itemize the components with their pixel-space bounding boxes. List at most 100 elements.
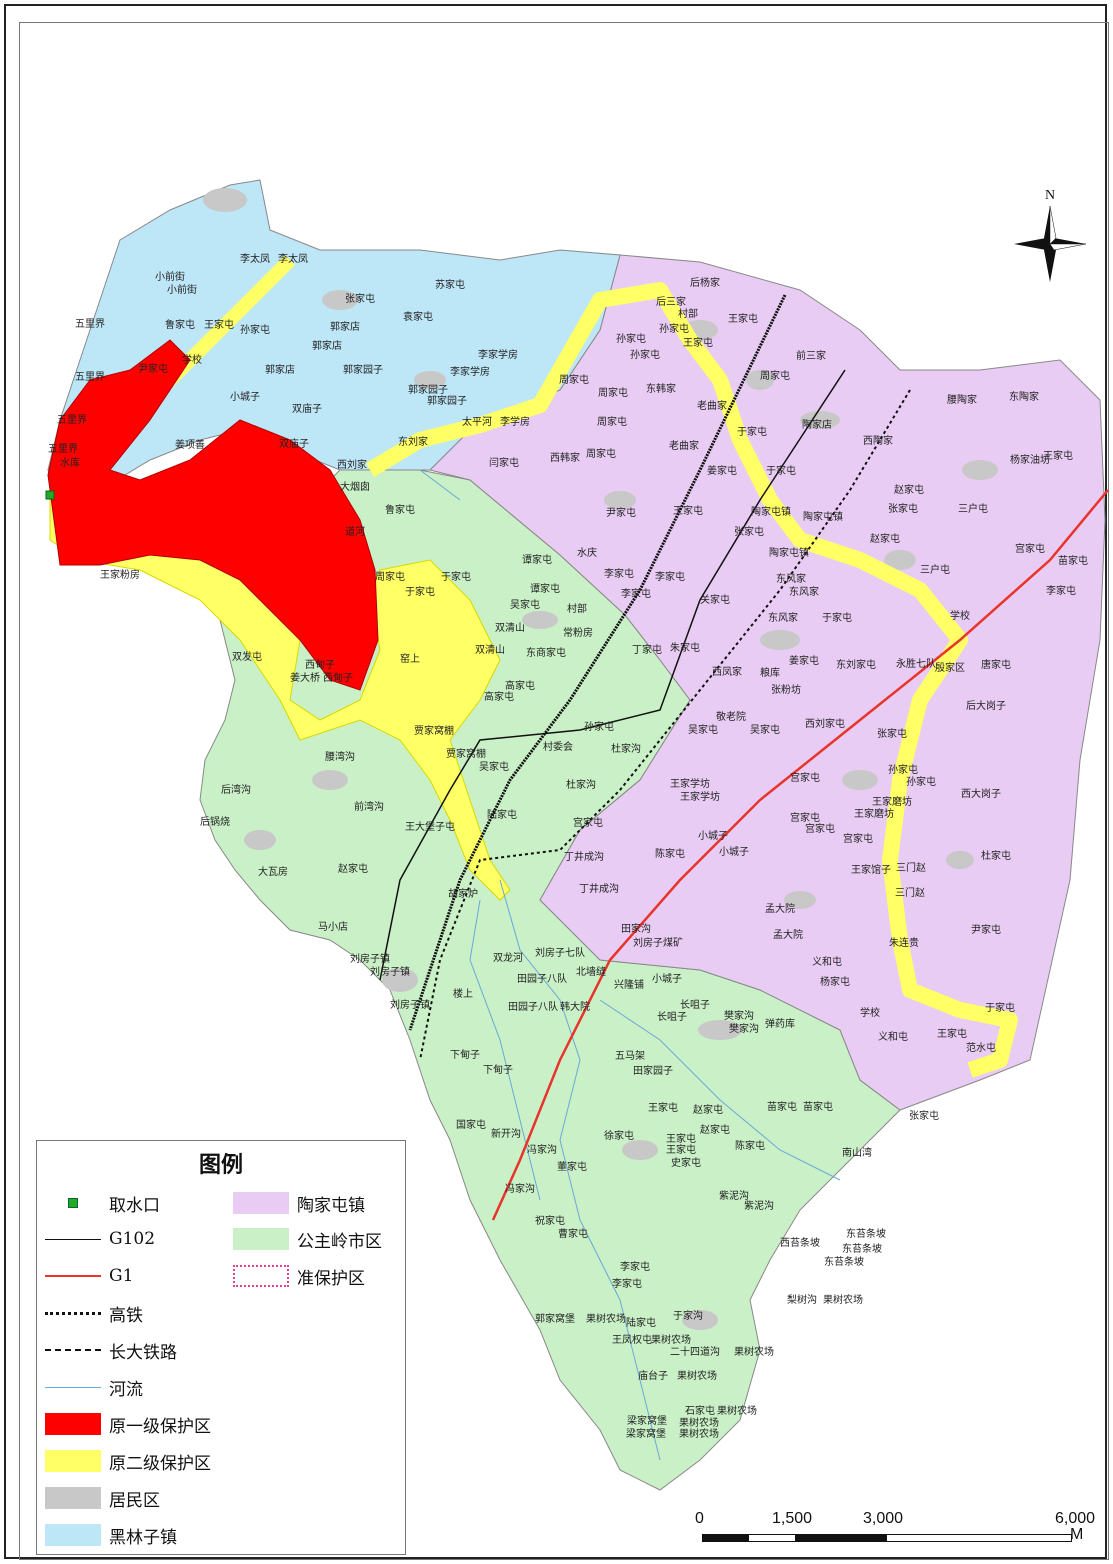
place-label: 吴家屯 [510,598,540,611]
gongzhuling-swatch [233,1228,289,1250]
g102-road[interactable] [379,369,846,981]
place-label: 东风家 [776,572,806,585]
place-label: 李学房 [500,415,530,428]
place-label: 樊家沟 [729,1022,759,1035]
place-label: 王大堡子屯 [405,820,455,833]
place-label: 楼上 [453,987,473,1000]
place-label: 苗家屯 [803,1100,833,1113]
place-label: 学校 [182,353,202,366]
legend-item-g1: G1 [45,1262,133,1290]
quasi-swatch [233,1265,289,1287]
place-label: 双庙子 [292,402,322,415]
place-label: 孙家屯 [240,323,270,336]
place-label: 尹家屯 [138,362,168,375]
place-label: 王家屯 [666,1132,696,1145]
place-label: 朱连贵 [889,936,919,949]
region-taojiatun[interactable] [429,254,1106,1111]
zone-secondary-corridor[interactable] [365,282,1018,1078]
place-label: 后湾沟 [221,783,251,796]
place-label: 郭家店 [312,339,342,352]
place-label: 李家屯 [655,570,685,583]
place-label: 紫泥沟 [719,1189,749,1202]
place-label: 东苔条坡 [846,1227,886,1240]
place-label: 五里界 [75,371,105,383]
place-label: 西韩家 [550,451,580,464]
place-label: 二十四道沟 [670,1345,720,1358]
legend-item-river: 河流 [45,1373,143,1401]
zone-secondary[interactable] [49,499,511,901]
place-label: 村部 [678,307,698,320]
place-label: 徐家屯 [604,1129,634,1142]
place-label: 道河 [345,525,365,538]
place-label: 宫家屯 [790,771,820,784]
place-label: 樊家沟 [724,1009,754,1022]
place-label: 王家磨坊 [872,795,912,808]
legend-item-heilinzi: 黑林子镇 [45,1521,177,1549]
place-label: 孙家屯 [584,720,614,733]
place-label: 丁井成沟 [579,882,619,895]
place-label: 小前街 [167,283,197,296]
place-label: 王家粉房 [100,568,140,581]
place-label: 姜大桥 [290,671,320,684]
place-label: 于家屯 [985,1001,1015,1014]
place-label: 三户屯 [920,563,950,576]
place-label: 高家屯 [484,690,514,703]
legend-item-g102: G102 [45,1225,155,1253]
map-outer-frame [4,4,1107,1559]
scale-label-0: 0 [695,1510,704,1527]
g1-road[interactable] [491,489,1109,1221]
scale-bar-segments [702,1534,1072,1542]
scale-label-3000: 3,000 [863,1510,904,1527]
place-label: 梁家窝堡 [626,1427,666,1440]
place-label: 王家屯 [666,1143,696,1156]
place-label: 范水屯 [966,1041,996,1054]
place-label: 小城子 [719,846,749,858]
place-label: 郭家店 [265,363,295,376]
place-label: 闫家屯 [489,456,519,469]
place-label: 赵家屯 [894,483,924,496]
hsr-line[interactable] [408,294,787,1031]
place-label: 赵家屯 [870,532,900,545]
north-arrow-label: N [1044,188,1056,203]
place-label: 李家屯 [612,1277,642,1290]
place-label: 果树农场 [677,1369,717,1382]
place-label: 果树农场 [679,1427,719,1440]
place-label: 赵家屯 [693,1103,723,1116]
place-label: 常粉房 [563,626,593,639]
place-label: 于家屯 [441,570,471,583]
place-label: 李太凤 [278,252,308,265]
scale-label-6000: 6,000 [1055,1510,1096,1527]
place-label: 东刘家 [398,435,428,448]
place-label: 陶家屯镇 [803,510,843,523]
zone-primary[interactable] [47,339,379,691]
place-label: 东苔条坡 [824,1255,864,1268]
place-label: 于家屯 [766,464,796,477]
place-label: 李太凤 [240,252,270,265]
legend-title: 图例 [198,1152,243,1178]
place-label: 双清山 [475,643,505,656]
place-label: 丁井成沟 [564,850,604,863]
place-label: 西甸子 [323,671,353,684]
place-label: 长咀子 [657,1011,687,1023]
place-label: 孟大院 [765,902,795,915]
place-label: 前三家 [796,349,826,362]
place-label: 张家屯 [345,292,375,305]
place-label: 果树农场 [734,1345,774,1358]
changda-railway[interactable] [419,389,911,1061]
place-label: 庙台子 [638,1369,668,1382]
place-label: 吴家屯 [688,723,718,736]
heilinzi-swatch [45,1524,101,1546]
place-label: 刘房子镇 [390,998,430,1011]
place-label: 紫泥沟 [744,1199,774,1212]
place-label: 吴家屯 [750,723,780,736]
place-label: 王家屯 [683,336,713,349]
water-intake-marker[interactable] [45,490,55,500]
place-label: 义和屯 [878,1030,908,1043]
place-label: 果树农场 [586,1312,626,1325]
place-label: 周家屯 [559,373,589,386]
place-label: 石家屯 [685,1404,715,1417]
place-label: 王家屯 [648,1101,678,1114]
place-label: 粮库 [760,666,780,679]
place-label: 双龙河 [493,951,523,964]
